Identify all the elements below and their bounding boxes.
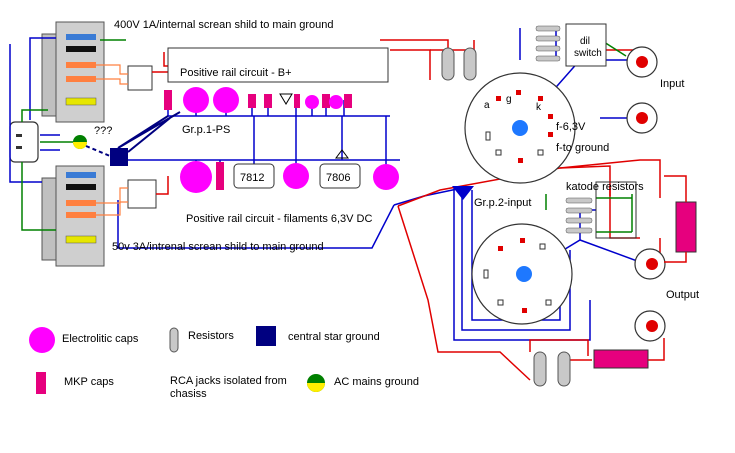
legend-electrolytic-label: Electrolitic caps — [62, 333, 139, 345]
rca-output-2 — [634, 310, 666, 342]
filament-6v3-label: f-6,3V — [556, 121, 586, 133]
rca-input-2 — [626, 102, 658, 134]
group2-label: Gr.p.2-input — [474, 197, 531, 209]
rca-input-1 — [626, 46, 658, 78]
legend-mkp-swatch — [36, 372, 46, 394]
tube-socket-2 — [471, 223, 573, 325]
group2-ground-triangle — [452, 186, 474, 200]
tube-socket-1 — [464, 72, 576, 184]
legend-shapes — [29, 326, 325, 394]
dil-label-2: switch — [574, 48, 602, 59]
pin-a-label: a — [484, 100, 490, 111]
ground-wires — [117, 111, 181, 153]
legend-star-ground-swatch — [256, 326, 276, 346]
reg-7812-box — [233, 163, 275, 189]
filament-rail-label: Positive rail circuit - filaments 6,3V D… — [186, 213, 372, 225]
transformer-top — [41, 21, 105, 123]
filament-components — [180, 149, 399, 193]
output-cap-vertical — [675, 201, 697, 253]
unknown-question: ??? — [94, 125, 112, 137]
reg-7806-box — [319, 163, 361, 189]
reg-7812-label: 7812 — [240, 172, 264, 184]
central-star-ground — [110, 148, 128, 166]
katode-resistors — [565, 181, 637, 239]
transformer-bottom — [41, 165, 105, 267]
pin-k-label: k — [536, 102, 542, 113]
legend-mkp-label: MKP caps — [64, 376, 114, 388]
resistors-top — [441, 47, 477, 81]
dil-label-1: dil — [580, 36, 590, 47]
input-label: Input — [660, 78, 684, 90]
pin-g-label: g — [506, 94, 512, 105]
ac-ground-symbol — [73, 135, 87, 149]
resistors-bottom — [533, 351, 571, 387]
dil-switch — [535, 23, 607, 67]
legend-rca-label-2: chasiss — [170, 388, 207, 400]
psu-bottom-label: 50v 3A/intrenal screan shild to main gro… — [112, 241, 324, 253]
psu-top-label: 400V 1A/internal screan shild to main gr… — [114, 19, 334, 31]
legend-ac-ground-swatch — [307, 374, 325, 392]
output-cap-horizontal — [593, 349, 649, 369]
b-plus-panel — [167, 47, 389, 83]
rectifier-top — [127, 65, 153, 91]
b-plus-components — [164, 87, 352, 113]
rca-output-1 — [634, 248, 666, 280]
rectifier-bottom — [127, 179, 157, 209]
group1-label: Gr.p.1-PS — [182, 124, 230, 136]
legend-star-ground-label: central star ground — [288, 331, 380, 343]
legend-ac-ground-label: AC mains ground — [334, 376, 419, 388]
reg-7806-label: 7806 — [326, 172, 350, 184]
legend-rca-label-1: RCA jacks isolated from — [170, 375, 287, 387]
legend-resistors-label: Resistors — [188, 330, 234, 342]
filament-ground-label: f-to ground — [556, 142, 609, 154]
legend-resistor-swatch — [169, 327, 179, 353]
katode-label: katode resistors — [566, 181, 644, 193]
output-label: Output — [666, 289, 699, 301]
mains-socket — [9, 121, 39, 163]
legend-electrolytic-swatch — [29, 327, 55, 353]
wires-orange — [96, 64, 128, 216]
b-plus-label: Positive rail circuit - B+ — [180, 67, 292, 79]
